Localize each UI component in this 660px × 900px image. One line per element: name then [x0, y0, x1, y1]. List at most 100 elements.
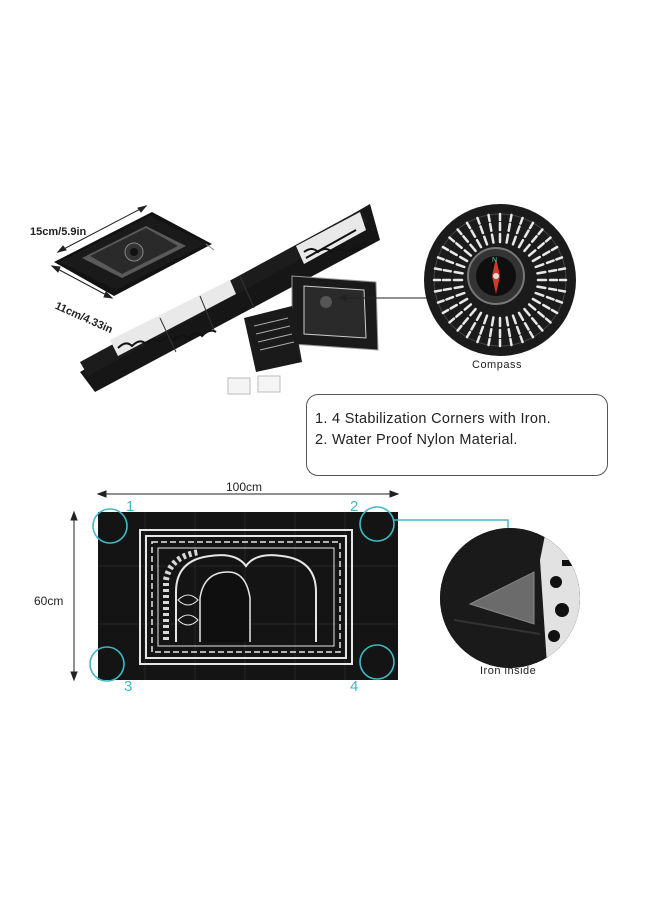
compass-tick: [436, 299, 445, 304]
compass-tick: [445, 259, 455, 265]
compass-tick: [507, 327, 512, 338]
compass-tick: [536, 285, 547, 290]
compass-tick: [476, 216, 481, 225]
compass-tick: [490, 316, 495, 327]
compass-tick: [542, 303, 551, 310]
compass-tick: [475, 311, 483, 322]
compass-caption: Compass: [472, 359, 522, 371]
compass-tick: [550, 245, 559, 252]
compass-tick: [511, 314, 517, 325]
compass-tick: [455, 310, 463, 318]
height-arrow: [70, 510, 78, 682]
compass-tick: [441, 308, 450, 315]
compass-tick: [527, 303, 537, 311]
small-label-cards: [227, 375, 281, 395]
compass-tick: [507, 222, 512, 233]
compass-tick: [531, 255, 542, 263]
compass-tick: [462, 317, 470, 325]
compass-tick: [530, 235, 538, 243]
compass-tick: [455, 263, 466, 269]
compass-pointer: [336, 294, 430, 302]
compass-tick: [488, 327, 493, 338]
compass-tick: [456, 324, 463, 332]
iron-zoom: [440, 528, 580, 668]
prayer-mat: [89, 506, 509, 682]
compass-tick: [534, 291, 545, 297]
compass-tick: [470, 322, 477, 331]
compass-tick: [542, 250, 551, 257]
compass-tick: [505, 316, 510, 327]
compass-tick: [445, 295, 455, 301]
compass-tick: [458, 255, 469, 263]
compass-tick: [455, 242, 463, 250]
feature-item: 2. Water Proof Nylon Material.: [315, 432, 518, 448]
compass-tick: [488, 222, 493, 233]
mat-width-label: 100cm: [226, 480, 263, 494]
compass-tick: [470, 229, 477, 238]
compass-tick: [537, 228, 544, 236]
feature-item: 1. 4 Stabilization Corners with Iron.: [315, 411, 551, 427]
iron-caption: Iron inside: [480, 665, 537, 677]
compass-tick: [475, 238, 483, 249]
compass-tick: [509, 213, 513, 223]
compass-tick: [465, 221, 472, 230]
compass-tick: [530, 317, 538, 325]
compass-tick: [523, 322, 530, 331]
svg-text:N: N: [492, 257, 497, 264]
compass-tick: [528, 330, 535, 339]
compass-tick: [442, 287, 453, 292]
compass-tick: [433, 267, 443, 271]
compass-tick: [544, 236, 552, 243]
compass-tick: [544, 317, 552, 324]
compass-tick: [469, 243, 477, 253]
compass-tick: [449, 250, 458, 257]
compass-tick: [534, 263, 545, 269]
compass-tick: [517, 311, 525, 322]
compass-tick: [527, 249, 537, 257]
compass-tick: [515, 325, 521, 335]
compass-tick: [555, 299, 564, 304]
product-illustration-top: N: [50, 204, 576, 395]
corner-number-4: 4: [350, 678, 359, 695]
pouch-dimension-arrows: [50, 205, 148, 299]
compass-tick: [465, 330, 472, 339]
compass-tick: [453, 285, 464, 290]
corner-number-2: 2: [350, 498, 359, 515]
compass-tick: [545, 259, 555, 265]
compass-tick: [453, 270, 464, 275]
compass-tick: [528, 221, 535, 230]
compass-tick: [448, 317, 456, 324]
compass-tick: [433, 289, 443, 293]
compass-tick: [490, 233, 495, 244]
compass-tick: [436, 256, 445, 261]
compass-tick: [531, 297, 542, 305]
width-arrow: [96, 490, 400, 498]
compass-tick: [515, 225, 521, 235]
compass-tick: [463, 249, 473, 257]
compass-tick: [517, 238, 525, 249]
compass-tick: [449, 303, 458, 310]
prayer-mat-diagram: [70, 490, 580, 682]
compass-tick: [456, 228, 463, 236]
compass-tick: [509, 337, 513, 347]
corner-number-1: 1: [126, 498, 135, 515]
compass-tick: [557, 289, 567, 293]
compass-tick: [448, 236, 456, 243]
corner-number-3: 3: [124, 678, 133, 695]
compass-tick: [523, 243, 531, 253]
pouch-height-label: 15cm/5.9in: [30, 226, 87, 238]
compass-tick: [487, 213, 491, 223]
compass-tick: [547, 268, 558, 273]
compass-tick: [536, 270, 547, 275]
compass-tick: [519, 216, 524, 225]
mat-height-label: 60cm: [34, 594, 64, 608]
instruction-card: [244, 306, 302, 372]
compass-tick: [505, 233, 510, 244]
compass-tick: [537, 242, 545, 250]
compass-tick: [469, 307, 477, 317]
compass-tick: [537, 324, 544, 332]
compass-tick: [523, 229, 530, 238]
compass-zoom: N: [424, 204, 576, 356]
compass-tick: [519, 335, 524, 344]
compass-tick: [455, 291, 466, 297]
